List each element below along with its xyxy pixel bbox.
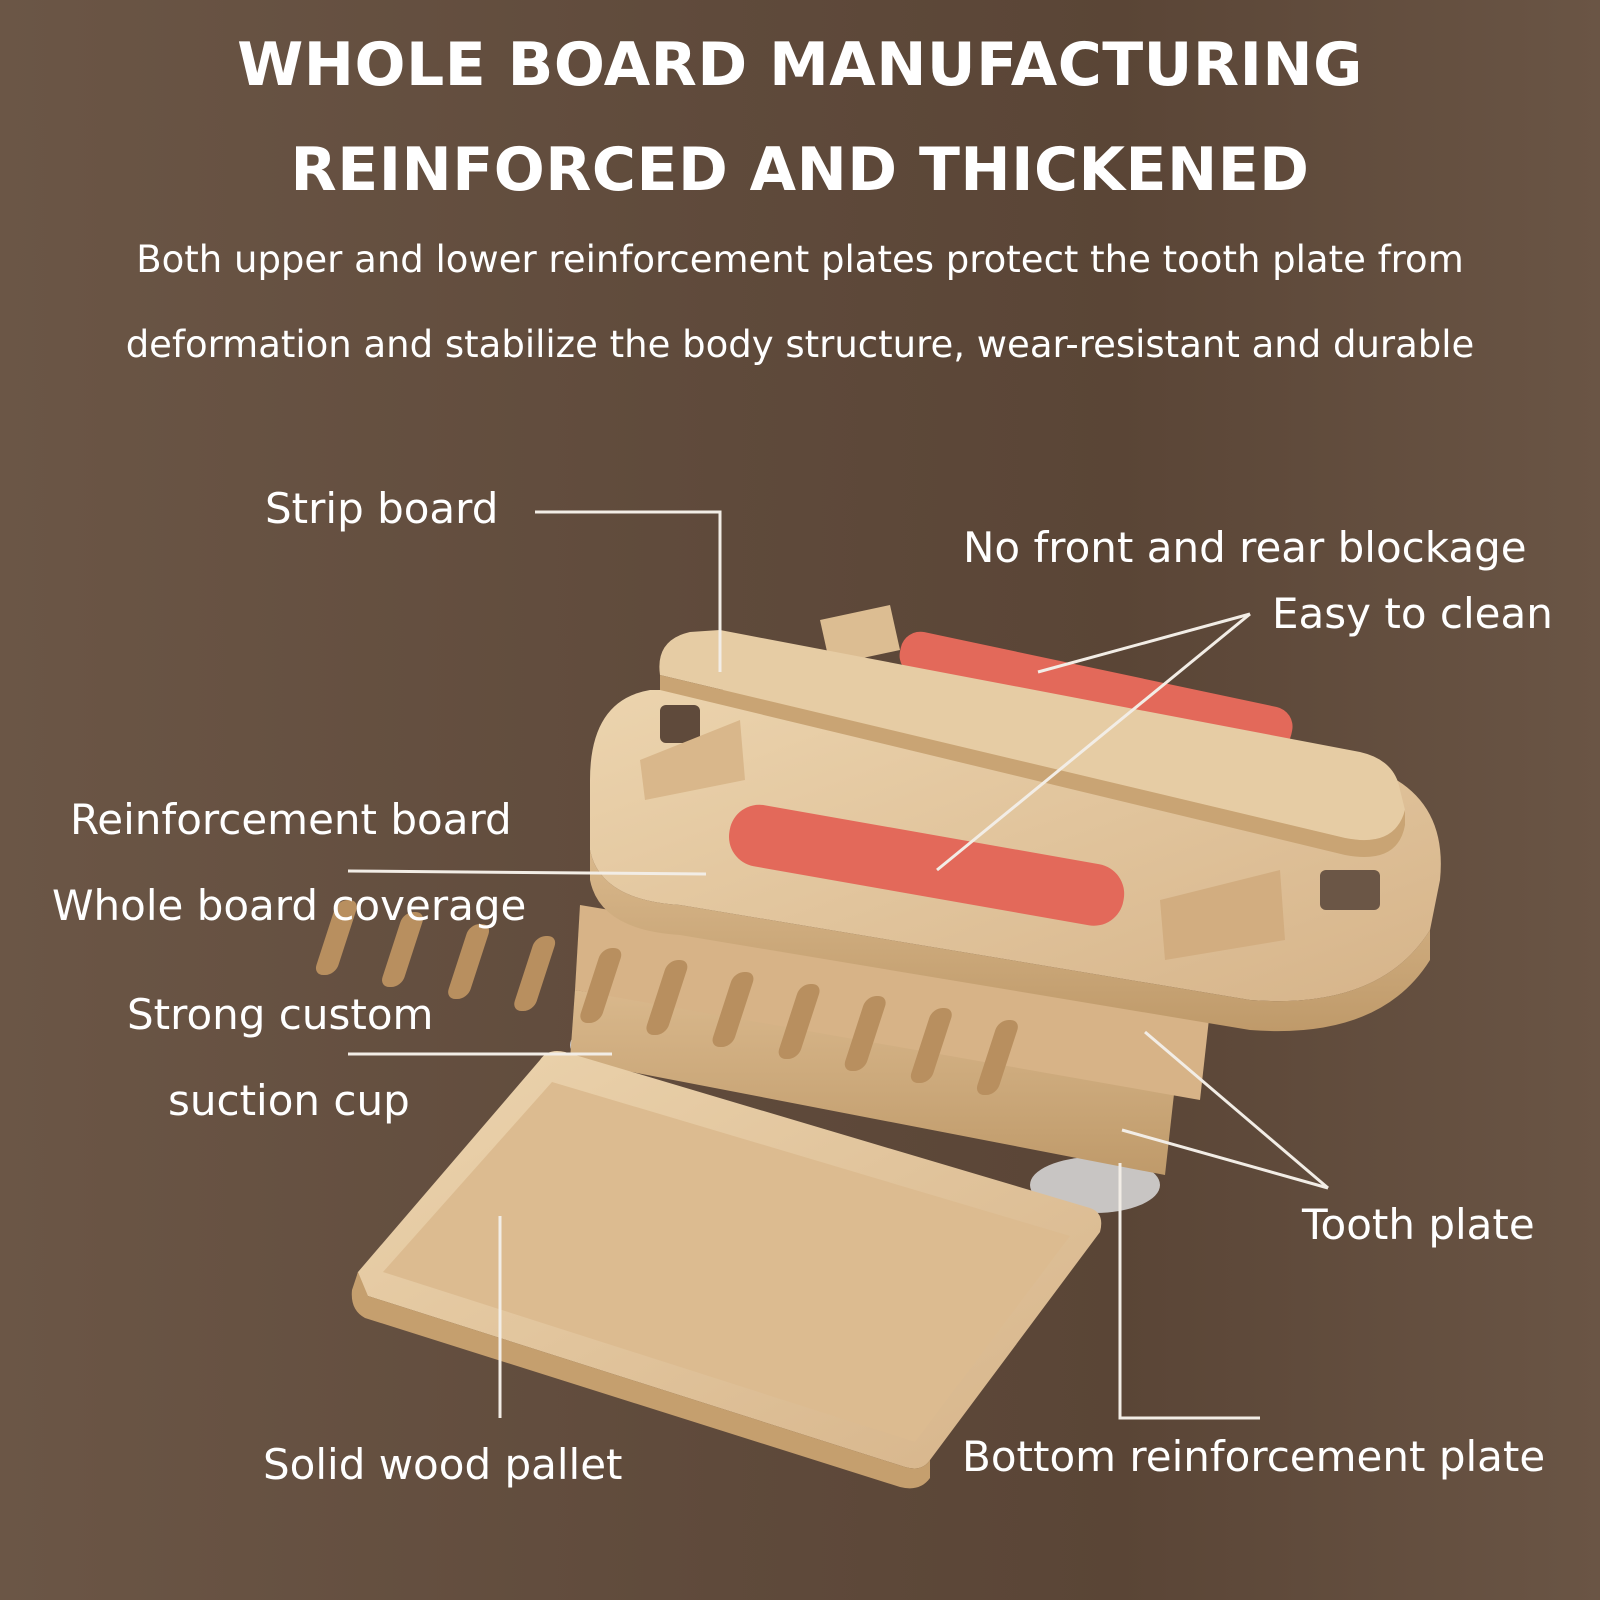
accent-strip-lower [728,804,1125,926]
leader-strip-board [535,510,722,672]
slot-hole-left [660,705,700,743]
solid-wood-pallet-inner [383,1082,1070,1442]
label-suction-line-2: suction cup [168,1076,410,1125]
description-line-1: Both upper and lower reinforcement plate… [136,238,1464,281]
label-no-blockage: No front and rear blockage [963,523,1527,572]
leader-bottom-plate [1118,1163,1260,1420]
description-line-2: deformation and stabilize the body struc… [125,323,1475,366]
label-solid-pallet: Solid wood pallet [263,1440,623,1489]
label-suction-line-1: Strong custom [127,990,434,1039]
label-reinforcement-board: Reinforcement board [70,795,512,844]
label-easy-clean: Easy to clean [1272,589,1553,638]
label-whole-coverage: Whole board coverage [52,881,527,930]
title-line-1: WHOLE BOARD MANUFACTURING [237,30,1363,100]
strip-board-edge [660,675,1405,857]
leader-lines [347,510,1329,1420]
support-block-back [820,605,900,665]
slot-hole-right [1320,870,1380,910]
tooth-plate [575,905,1210,1100]
label-tooth-plate: Tooth plate [1302,1200,1535,1249]
support-block-right [1160,870,1285,960]
reinforcement-board-edge [590,850,1430,1032]
leader-tooth-plate-b [1121,1128,1329,1190]
strip-board [659,630,1405,841]
suction-cup-right [1030,1157,1160,1213]
leader-tooth-plate-a [1144,1030,1329,1190]
solid-wood-pallet-edge [351,1272,930,1489]
support-block-left [640,720,745,800]
label-strip-board: Strip board [265,484,499,533]
leader-easy-clean-b [936,612,1251,872]
leader-easy-clean-a [1037,612,1251,674]
label-bottom-plate: Bottom reinforcement plate [962,1432,1546,1481]
leader-reinforcement-board [347,869,707,876]
tooth-slots [315,900,1018,1095]
title-line-2: REINFORCED AND THICKENED [290,135,1310,205]
